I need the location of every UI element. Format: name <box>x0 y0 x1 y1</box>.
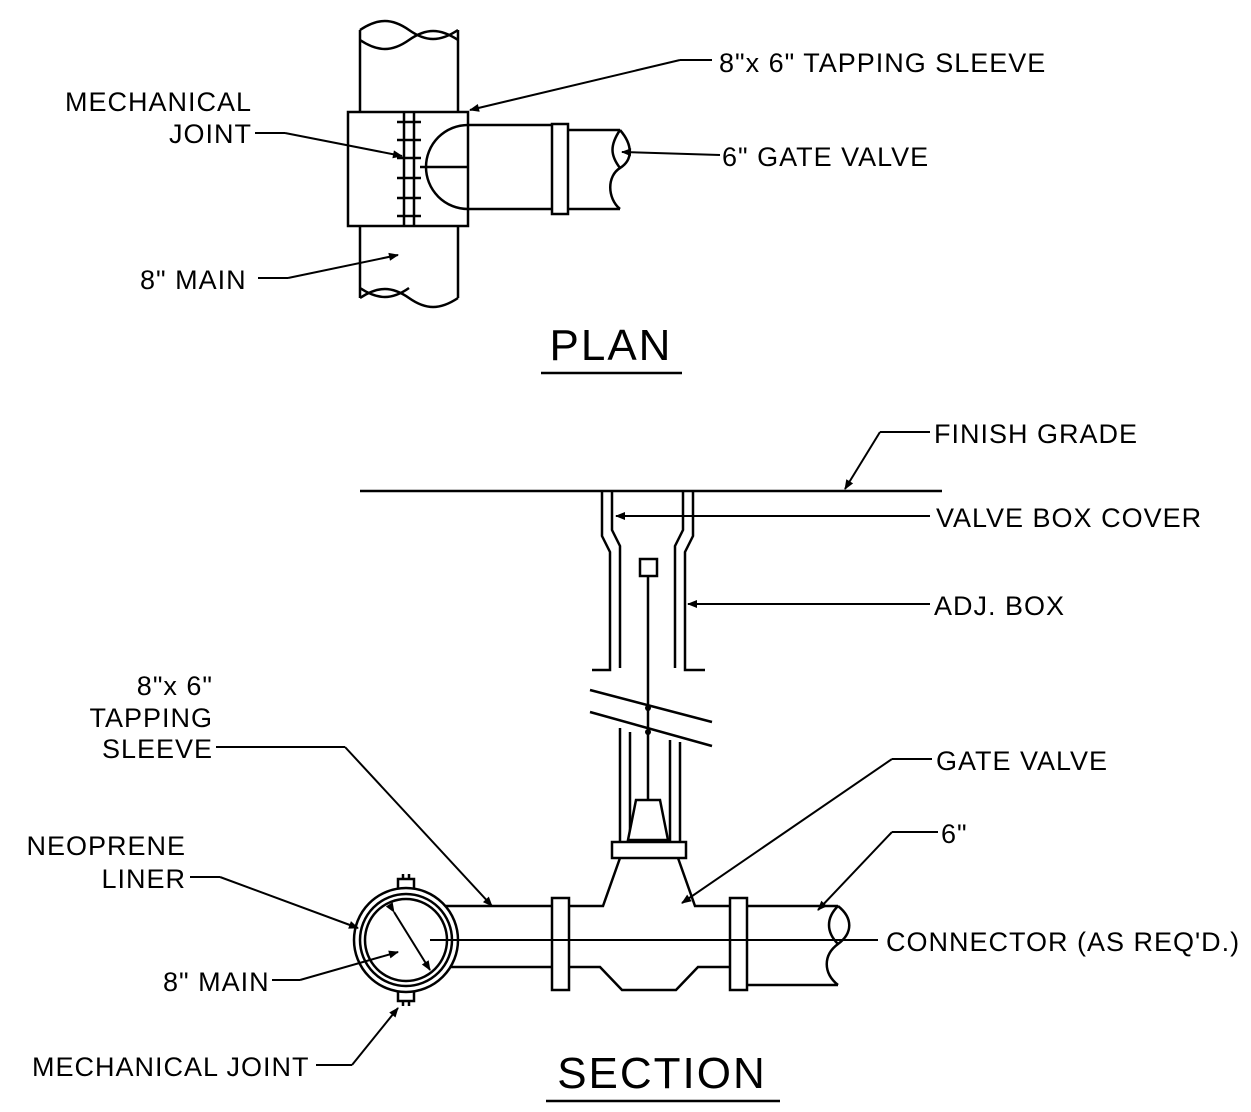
label-pipe-size: 6" <box>941 819 968 849</box>
plan-branch-pipe <box>420 123 552 211</box>
section-flange-right <box>728 896 749 992</box>
gate-valve-flange <box>610 840 688 860</box>
plan-mechanical-joint-bolts <box>397 112 421 226</box>
gate-valve-body <box>568 857 730 992</box>
label-tapping-sleeve-2: TAPPING <box>89 703 213 733</box>
label-main: 8" MAIN <box>163 967 270 997</box>
label-tapping-sleeve-3: SLEEVE <box>102 734 213 764</box>
section-view: FINISH GRADE VALVE BOX COVER ADJ. BOX 8"… <box>26 419 1240 1103</box>
plan-title: PLAN <box>550 321 673 370</box>
section-title: SECTION <box>557 1049 767 1098</box>
valve-extension <box>618 728 682 843</box>
plan-label-tapping-sleeve: 8"x 6" TAPPING SLEEVE <box>719 48 1046 78</box>
label-valve-box-cover: VALVE BOX COVER <box>936 503 1202 533</box>
section-flange-left <box>550 896 571 992</box>
plan-label-mechanical-joint-2: JOINT <box>169 119 252 149</box>
label-adj-box: ADJ. BOX <box>934 591 1065 621</box>
riser-break-lines <box>589 688 713 748</box>
plan-view: 8"x 6" TAPPING SLEEVE MECHANICAL JOINT 6… <box>65 19 1046 375</box>
section-branch-pipe <box>440 904 552 969</box>
label-gate-valve: GATE VALVE <box>936 746 1108 776</box>
label-mechanical-joint: MECHANICAL JOINT <box>32 1052 310 1082</box>
plan-label-main: 8" MAIN <box>140 265 247 295</box>
plan-gate-valve-pipe <box>568 128 631 211</box>
plan-label-mechanical-joint-1: MECHANICAL <box>65 87 252 117</box>
valve-box <box>592 491 705 672</box>
main-diameter-dimension <box>385 902 431 971</box>
label-tapping-sleeve-1: 8"x 6" <box>137 671 213 701</box>
valve-operating-nut <box>638 557 659 578</box>
label-finish-grade: FINISH GRADE <box>934 419 1138 449</box>
plan-valve-flange <box>550 122 570 216</box>
mechanical-joint-lugs <box>396 874 416 1006</box>
gate-valve-bonnet <box>626 798 670 842</box>
label-neoprene-2: LINER <box>101 864 186 894</box>
section-outlet-pipe <box>747 904 851 987</box>
plan-leader-gate-valve <box>621 148 721 157</box>
plan-label-gate-valve: 6" GATE VALVE <box>722 142 929 172</box>
label-neoprene-1: NEOPRENE <box>26 831 186 861</box>
label-connector: CONNECTOR (AS REQ'D.) <box>886 927 1240 957</box>
